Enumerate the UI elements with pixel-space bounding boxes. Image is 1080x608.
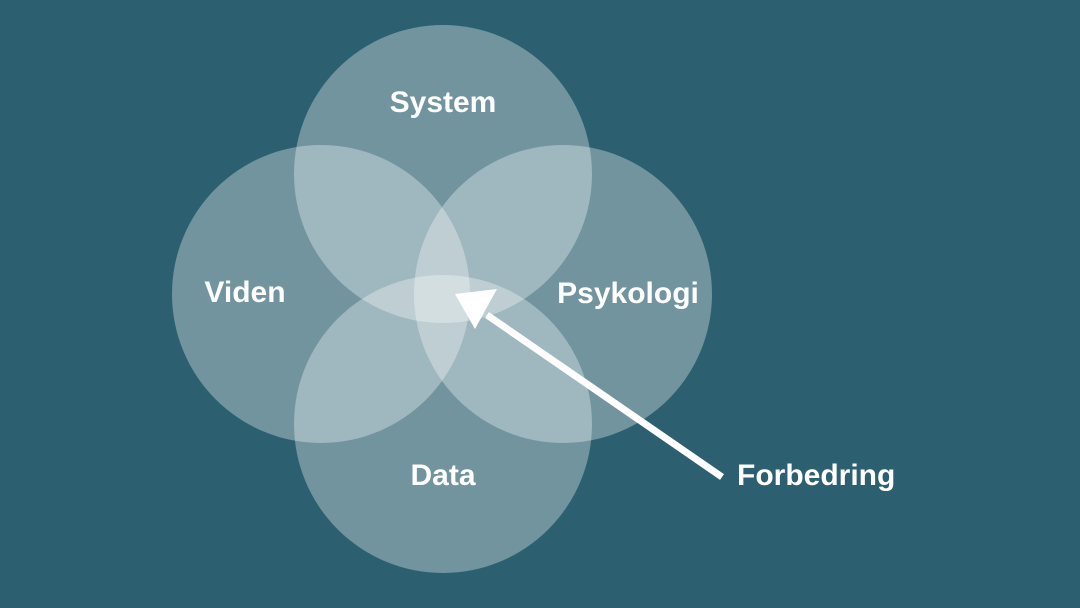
venn-circle-data[interactable] — [294, 275, 592, 573]
callout-arrow — [455, 289, 724, 480]
venn-label-viden: Viden — [204, 276, 285, 309]
callout-arrowhead-icon — [455, 289, 497, 329]
venn-label-system: System — [390, 86, 497, 119]
venn-circle-psykologi[interactable] — [414, 145, 712, 443]
venn-circles — [172, 25, 712, 573]
venn-circle-system[interactable] — [294, 25, 592, 323]
venn-labels: System Viden Psykologi Data — [204, 86, 698, 492]
callout-label-forbedring: Forbedring — [737, 459, 895, 492]
venn-label-data: Data — [410, 459, 475, 492]
callout-arrow-line — [485, 312, 724, 480]
venn-circle-viden[interactable] — [172, 145, 470, 443]
venn-label-psykologi: Psykologi — [557, 277, 699, 310]
